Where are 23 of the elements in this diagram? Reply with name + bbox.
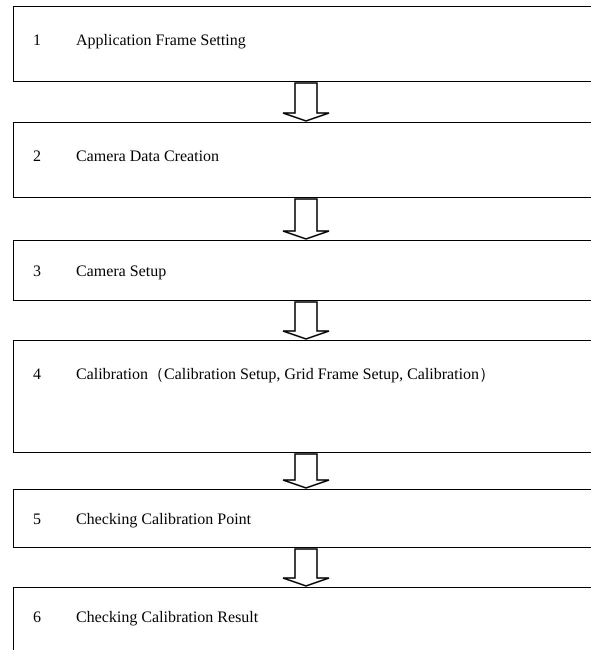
process-box bbox=[13, 6, 591, 82]
block-arrow bbox=[282, 82, 330, 122]
step-label: Checking Calibration Result bbox=[76, 608, 260, 628]
block-arrow bbox=[282, 198, 330, 240]
block-arrow bbox=[282, 453, 330, 489]
block-arrow bbox=[282, 301, 330, 340]
step-label: Checking Calibration Point bbox=[76, 510, 252, 530]
process-box bbox=[13, 489, 591, 548]
process-box bbox=[13, 240, 591, 301]
step-label: Calibration（Calibration Setup, Grid Frame Setup, Calibration） bbox=[76, 365, 496, 385]
process-box bbox=[13, 587, 591, 650]
step-number: 1 bbox=[33, 31, 41, 51]
step-label: Camera Data Creation bbox=[76, 147, 220, 167]
step-number: 4 bbox=[33, 365, 41, 385]
block-arrow bbox=[282, 548, 330, 587]
step-label: Application Frame Setting bbox=[76, 31, 247, 51]
step-number: 5 bbox=[33, 510, 41, 530]
step-label: Camera Setup bbox=[76, 262, 168, 282]
step-number: 2 bbox=[33, 147, 41, 167]
step-number: 3 bbox=[33, 262, 41, 282]
step-number: 6 bbox=[33, 608, 41, 628]
process-box bbox=[13, 122, 591, 198]
process-box bbox=[13, 340, 591, 453]
